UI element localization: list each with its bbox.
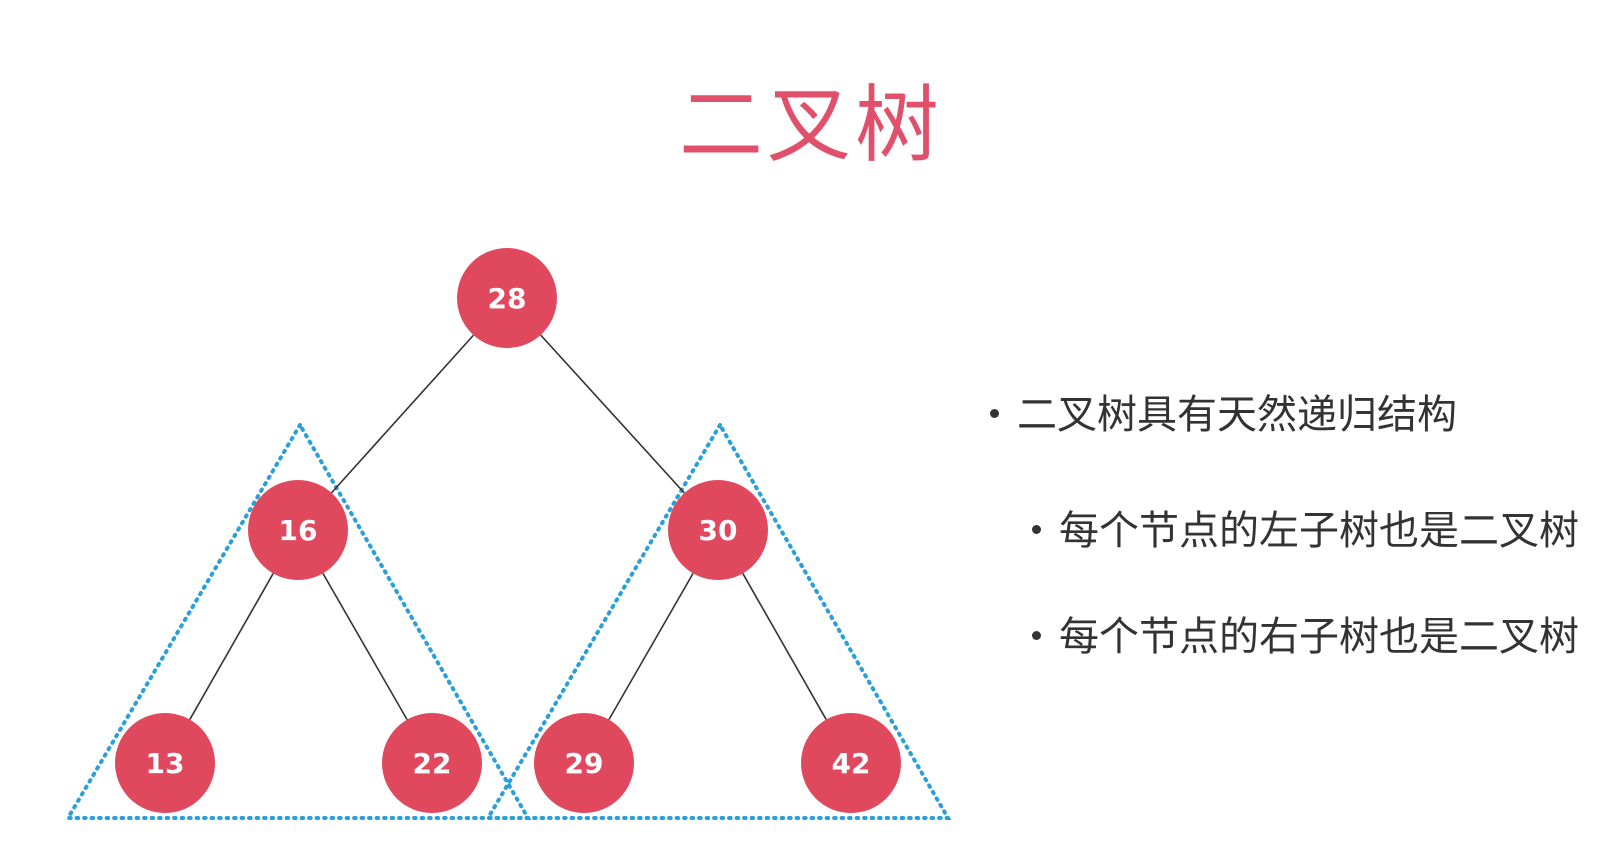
tree-node-42: 42: [801, 713, 901, 813]
tree-edge: [189, 573, 274, 720]
slide-title: 二叉树: [678, 76, 943, 174]
tree-edge: [330, 334, 475, 494]
tree-node-22: 22: [382, 713, 482, 813]
tree-edges: [189, 334, 827, 721]
subtree-outlines: [64, 421, 952, 820]
node-circle: [801, 713, 901, 813]
node-circle: [534, 713, 634, 813]
subtree-outline-right-subtree: [484, 421, 952, 820]
bullet-text: 每个节点的左子树也是二叉树: [1059, 508, 1579, 554]
node-label: 28: [488, 282, 527, 315]
node-label: 16: [279, 514, 318, 547]
tree-node-29: 29: [534, 713, 634, 813]
tree-edge: [540, 334, 685, 494]
node-circle: [668, 480, 768, 580]
tree-edge: [322, 572, 408, 721]
node-label: 42: [832, 747, 871, 780]
node-label: 22: [413, 747, 452, 780]
bullet-item: 每个节点的左子树也是二叉树: [1032, 506, 1579, 556]
node-label: 29: [565, 747, 604, 780]
bullet-text: 二叉树具有天然递归结构: [1017, 392, 1457, 438]
node-circle: [382, 713, 482, 813]
tree-node-30: 30: [668, 480, 768, 580]
node-circle: [248, 480, 348, 580]
bullet-text: 每个节点的右子树也是二叉树: [1059, 614, 1579, 660]
node-label: 13: [146, 747, 185, 780]
bullet-item: 二叉树具有天然递归结构: [990, 390, 1457, 440]
tree-nodes: 28 16 30 13 22 29 42: [115, 248, 901, 813]
bullet-dot: [990, 408, 999, 418]
tree-edge: [742, 573, 827, 720]
subtree-outline-left-subtree: [64, 421, 532, 820]
tree-node-28: 28: [457, 248, 557, 348]
tree-edge: [608, 572, 694, 721]
bullet-dot: [1032, 524, 1041, 534]
node-label: 30: [699, 514, 738, 547]
tree-node-16: 16: [248, 480, 348, 580]
bullet-dot: [1032, 630, 1041, 640]
tree-node-13: 13: [115, 713, 215, 813]
node-circle: [115, 713, 215, 813]
node-circle: [457, 248, 557, 348]
bullet-item: 每个节点的右子树也是二叉树: [1032, 612, 1579, 662]
